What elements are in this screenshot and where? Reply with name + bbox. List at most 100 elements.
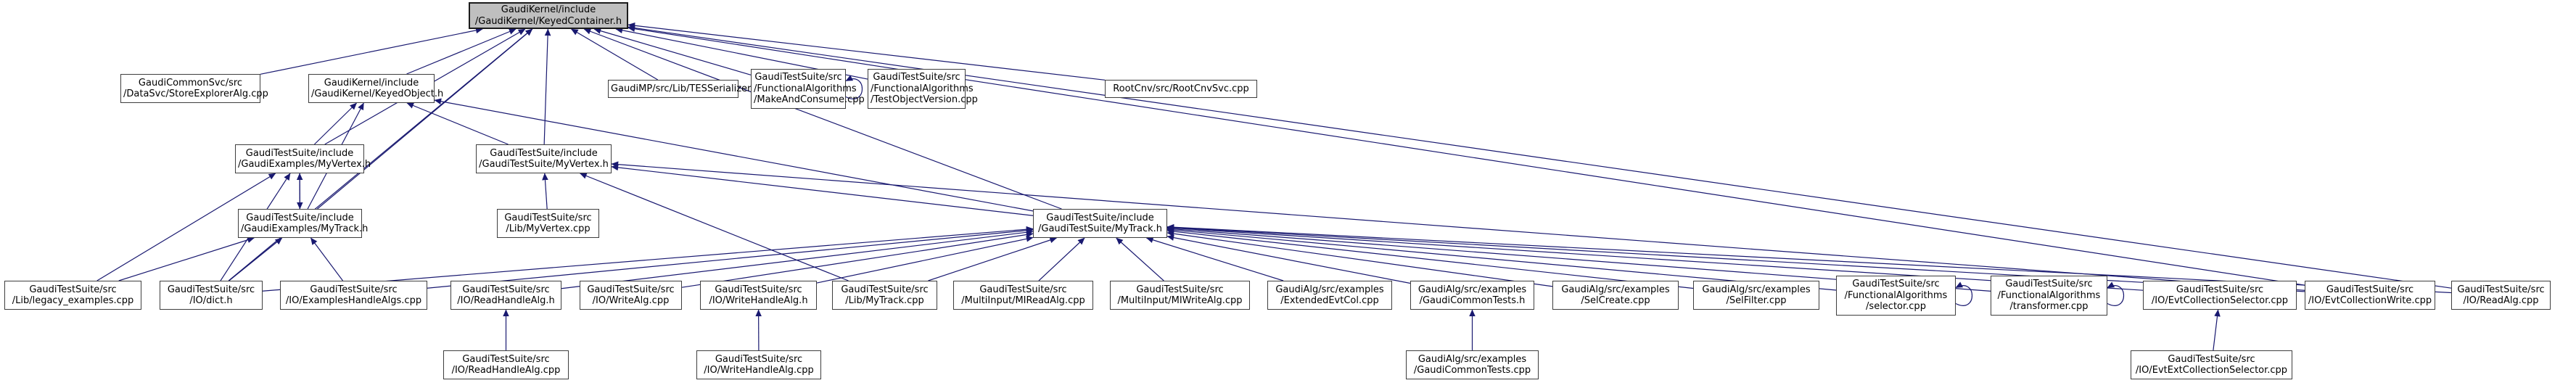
graph-node-makeAndConsume[interactable]: GaudiTestSuite/src/FunctionalAlgorithms/… bbox=[751, 69, 865, 109]
graph-node-evtCollectionWrite[interactable]: GaudiTestSuite/src/IO/EvtCollectionWrite… bbox=[2305, 281, 2435, 310]
graph-node-legacyExamples[interactable]: GaudiTestSuite/src/Lib/legacy_examples.c… bbox=[4, 281, 141, 310]
graph-node-label-line: /TestObjectVersion.cpp bbox=[871, 94, 978, 106]
include-edge bbox=[406, 28, 517, 75]
graph-node-writeHandleAlgH[interactable]: GaudiTestSuite/src/IO/WriteHandleAlg.h bbox=[700, 281, 817, 310]
graph-node-keyedObject[interactable]: GaudiKernel/include/GaudiKernel/KeyedObj… bbox=[308, 74, 443, 103]
graph-node-label-line: /IO/EvtExtCollectionSelector.cpp bbox=[2135, 365, 2288, 376]
graph-node-myTrackCpp[interactable]: GaudiTestSuite/src/Lib/MyTrack.cpp bbox=[832, 281, 937, 310]
graph-node-label-line: /SelCreate.cpp bbox=[1581, 295, 1650, 306]
graph-node-examplesHandleAlgs[interactable]: GaudiTestSuite/src/IO/ExamplesHandleAlgs… bbox=[280, 281, 427, 310]
graph-node-evtExtCollectionSelector[interactable]: GaudiTestSuite/src/IO/EvtExtCollectionSe… bbox=[2131, 350, 2292, 379]
graph-node-label-line: GaudiTestSuite/src bbox=[715, 353, 803, 365]
graph-node-label-line: GaudiKernel/include bbox=[501, 4, 596, 15]
graph-node-label-line: GaudiTestSuite/src bbox=[2326, 284, 2414, 295]
graph-node-gaudiCommonTestsCpp[interactable]: GaudiAlg/src/examples/GaudiCommonTests.c… bbox=[1406, 350, 1539, 379]
graph-node-writeHandleAlgCpp[interactable]: GaudiTestSuite/src/IO/WriteHandleAlg.cpp bbox=[696, 350, 821, 379]
graph-node-label-line: /GaudiExamples/MyVertex.h bbox=[238, 159, 371, 170]
graph-node-label-line: /Lib/MyTrack.cpp bbox=[845, 295, 924, 306]
include-edge bbox=[681, 231, 1034, 288]
graph-node-label-line: GaudiTestSuite/src bbox=[167, 284, 255, 295]
include-edge bbox=[583, 28, 1062, 210]
graph-node-exMyTrackH[interactable]: GaudiTestSuite/include/GaudiExamples/MyT… bbox=[238, 209, 368, 238]
graph-node-evtCollectionSelector[interactable]: GaudiTestSuite/src/IO/EvtCollectionSelec… bbox=[2143, 281, 2297, 310]
graph-node-label-line: GaudiTestSuite/src bbox=[29, 284, 117, 295]
graph-node-ioDict[interactable]: GaudiTestSuite/src/IO/dict.h bbox=[160, 281, 263, 310]
graph-node-selectorCpp[interactable]: GaudiTestSuite/src/FunctionalAlgorithms/… bbox=[1836, 276, 1956, 316]
graph-node-tesSerializer[interactable]: GaudiMP/src/Lib/TESSerializer.cpp bbox=[608, 80, 770, 98]
graph-node-label-line: /Lib/legacy_examples.cpp bbox=[12, 295, 134, 306]
graph-node-myVertexCpp[interactable]: GaudiTestSuite/src/Lib/MyVertex.cpp bbox=[497, 209, 599, 238]
graph-node-label-line: GaudiTestSuite/src bbox=[2176, 284, 2264, 295]
include-edge bbox=[310, 237, 344, 281]
graph-node-label-line: /IO/ReadAlg.cpp bbox=[2463, 295, 2539, 306]
include-edge bbox=[1166, 230, 1553, 287]
graph-node-label-line: /FunctionalAlgorithms bbox=[1844, 289, 1948, 301]
graph-node-label-line: /FunctionalAlgorithms bbox=[1997, 289, 2101, 301]
include-edge bbox=[1145, 236, 1284, 281]
graph-node-readHandleAlgH[interactable]: GaudiTestSuite/src/IO/ReadHandleAlg.h bbox=[450, 281, 561, 310]
graph-node-label-line: GaudiTestSuite/src bbox=[504, 212, 592, 223]
graph-node-label-line: RootCnv/src/RootCnvSvc.cpp bbox=[1113, 83, 1249, 94]
graph-node-selFilter[interactable]: GaudiAlg/src/examples/SelFilter.cpp bbox=[1693, 281, 1819, 310]
graph-node-label-line: GaudiTestSuite/include bbox=[1046, 212, 1154, 223]
graph-node-label-line: GaudiCommonSvc/src bbox=[138, 77, 243, 88]
include-edge bbox=[427, 227, 1034, 289]
graph-node-label-line: GaudiTestSuite/include bbox=[490, 147, 598, 159]
self-include-edge bbox=[845, 75, 863, 99]
graph-node-label-line: /GaudiCommonTests.h bbox=[1419, 295, 1526, 306]
include-edge bbox=[579, 173, 849, 281]
graph-node-selCreate[interactable]: GaudiAlg/src/examples/SelCreate.cpp bbox=[1552, 281, 1679, 310]
graph-node-label-line: /SelFilter.cpp bbox=[1726, 295, 1787, 306]
graph-node-keyedContainer[interactable]: GaudiKernel/include/GaudiKernel/KeyedCon… bbox=[469, 2, 628, 29]
include-edge bbox=[96, 173, 276, 281]
include-edge bbox=[627, 22, 1106, 81]
include-edge bbox=[262, 226, 1034, 292]
graph-node-label-line: GaudiTestSuite/src bbox=[754, 72, 842, 83]
graph-node-label-line: GaudiTestSuite/src bbox=[979, 284, 1067, 295]
graph-node-label-line: /MultiInput/MIReadAlg.cpp bbox=[961, 295, 1085, 306]
graph-node-readAlgCpp[interactable]: GaudiTestSuite/src/IO/ReadAlg.cpp bbox=[2451, 281, 2551, 310]
graph-node-label-line: GaudiAlg/src/examples bbox=[1417, 353, 1527, 365]
graph-node-label-line: GaudiMP/src/Lib/TESSerializer.cpp bbox=[611, 83, 770, 94]
graph-node-label-line: /ExtendedEvtCol.cpp bbox=[1280, 295, 1379, 306]
include-edge bbox=[611, 164, 1034, 216]
graph-node-extendedEvtCol[interactable]: GaudiAlg/src/examples/ExtendedEvtCol.cpp bbox=[1267, 281, 1392, 310]
graph-node-tsMyVertexH[interactable]: GaudiTestSuite/include/GaudiTestSuite/My… bbox=[476, 144, 612, 173]
graph-node-writeAlgCpp[interactable]: GaudiTestSuite/src/IO/WriteAlg.cpp bbox=[580, 281, 682, 310]
graph-node-label-line: /IO/ReadHandleAlg.cpp bbox=[451, 365, 561, 376]
include-edge bbox=[561, 228, 1034, 289]
include-edge bbox=[1116, 237, 1164, 281]
graph-node-transformerCpp[interactable]: GaudiTestSuite/src/FunctionalAlgorithms/… bbox=[1991, 276, 2107, 316]
include-edge bbox=[313, 102, 358, 145]
include-edge bbox=[406, 102, 509, 145]
include-edge bbox=[542, 173, 548, 210]
graph-node-label-line: /GaudiTestSuite/MyTrack.h bbox=[1038, 223, 1162, 234]
graph-node-testObjectVersion[interactable]: GaudiTestSuite/src/FunctionalAlgorithms/… bbox=[868, 69, 978, 109]
include-edge bbox=[543, 28, 551, 145]
graph-node-label-line: /GaudiKernel/KeyedContainer.h bbox=[474, 15, 622, 27]
graph-node-storeExplorer[interactable]: GaudiCommonSvc/src/DataSvc/StoreExplorer… bbox=[120, 74, 268, 103]
graph-node-gaudiCommonTestsH[interactable]: GaudiAlg/src/examples/GaudiCommonTests.h bbox=[1410, 281, 1534, 310]
graph-node-tsMyTrackH[interactable]: GaudiTestSuite/include/GaudiTestSuite/My… bbox=[1033, 209, 1167, 238]
graph-node-label-line: /IO/EvtCollectionSelector.cpp bbox=[2151, 295, 2289, 306]
include-edge bbox=[1166, 234, 1411, 284]
include-edge bbox=[1166, 226, 1837, 291]
graph-node-label-line: GaudiAlg/src/examples bbox=[1275, 284, 1384, 295]
graph-node-label-line: /GaudiTestSuite/MyVertex.h bbox=[479, 159, 609, 170]
graph-node-label-line: /GaudiCommonTests.cpp bbox=[1413, 365, 1531, 376]
graph-node-readHandleAlgCpp[interactable]: GaudiTestSuite/src/IO/ReadHandleAlg.cpp bbox=[443, 350, 569, 379]
graph-node-label-line: /FunctionalAlgorithms bbox=[754, 83, 857, 94]
graph-node-label-line: /IO/WriteHandleAlg.cpp bbox=[704, 365, 814, 376]
graph-node-label-line: GaudiAlg/src/examples bbox=[1417, 284, 1527, 295]
graph-node-label-line: /MultiInput/MIWriteAlg.cpp bbox=[1117, 295, 1243, 306]
graph-node-label-line: GaudiTestSuite/src bbox=[2457, 284, 2545, 295]
graph-node-rootCnvSvc[interactable]: RootCnv/src/RootCnvSvc.cpp bbox=[1105, 80, 1257, 98]
graph-node-label-line: GaudiTestSuite/src bbox=[2168, 353, 2255, 365]
graph-node-miReadAlg[interactable]: GaudiTestSuite/src/MultiInput/MIReadAlg.… bbox=[953, 281, 1093, 310]
graph-node-exMyVertexH[interactable]: GaudiTestSuite/include/GaudiExamples/MyV… bbox=[235, 144, 371, 173]
graph-node-miWriteAlg[interactable]: GaudiTestSuite/src/MultiInput/MIWriteAlg… bbox=[1110, 281, 1250, 310]
graph-node-label-line: /Lib/MyVertex.cpp bbox=[506, 223, 590, 234]
graph-node-label-line: GaudiTestSuite/src bbox=[715, 284, 802, 295]
